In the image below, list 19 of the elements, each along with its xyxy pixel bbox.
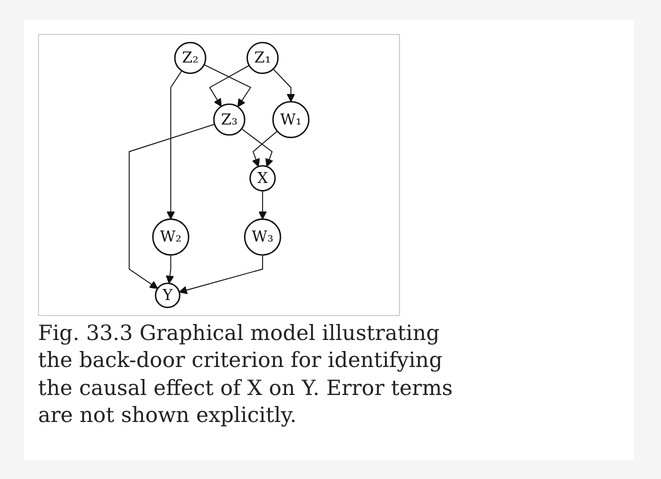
node-circle: Y [154, 282, 180, 308]
arrow [166, 254, 174, 284]
arrow [204, 64, 252, 108]
node-circle: Z₁ [246, 42, 279, 74]
node-circle: X [249, 165, 276, 192]
node-circle: Z₂ [174, 42, 206, 74]
arrow [258, 190, 267, 220]
node-circle: W₃ [244, 218, 282, 256]
arrow [166, 70, 182, 220]
node-circle: Z₃ [213, 103, 246, 136]
node-circle: W₁ [272, 100, 310, 138]
arrow [272, 68, 296, 102]
arrow [128, 124, 216, 289]
arrow [178, 254, 264, 294]
arrow [252, 130, 278, 167]
node-circle: W₂ [152, 218, 190, 256]
figure-caption: Fig. 33.3 Graphical model illustrating the back-door criterion for identifying the causal effect of X on Y. Error terms are not shown explicitly. [38, 320, 454, 429]
arrow [241, 128, 274, 167]
arrow [209, 64, 250, 107]
